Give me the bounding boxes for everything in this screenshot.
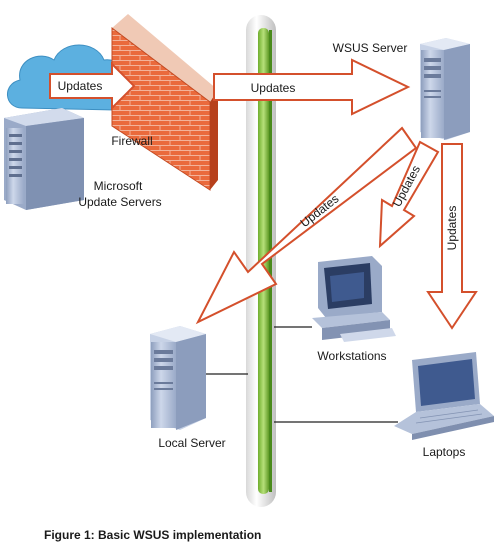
arrow-firewall-to-wsus: Updates: [213, 58, 411, 116]
firewall-icon: [111, 14, 218, 191]
figure-caption: Figure 1: Basic WSUS implementation: [44, 528, 262, 542]
arrow-label-wsus-laptops: Updates: [445, 206, 459, 251]
label-laptops: Laptops: [423, 445, 466, 459]
workstation-icon: [312, 256, 396, 342]
label-microsoft-line1: Microsoft: [94, 179, 143, 193]
arrow-label-wsus-local: Updates: [298, 192, 342, 231]
arrow-wsus-to-laptops: Updates: [426, 143, 478, 330]
label-wsus-server: WSUS Server: [333, 41, 408, 55]
label-firewall: Firewall: [111, 134, 152, 148]
wsus-server-icon: [420, 38, 470, 140]
laptop-icon: [394, 352, 494, 440]
label-local-server: Local Server: [158, 436, 225, 450]
arrow-label-cloud-firewall: Updates: [58, 79, 103, 93]
arrow-label-firewall-wsus: Updates: [251, 81, 296, 95]
arrow-cloud-to-firewall: Updates: [49, 61, 136, 111]
microsoft-update-servers-icon: [4, 108, 84, 210]
local-server-icon: [150, 326, 206, 430]
connection-lines: [206, 326, 398, 423]
label-microsoft-line2: Update Servers: [78, 195, 161, 209]
label-workstations: Workstations: [317, 349, 386, 363]
